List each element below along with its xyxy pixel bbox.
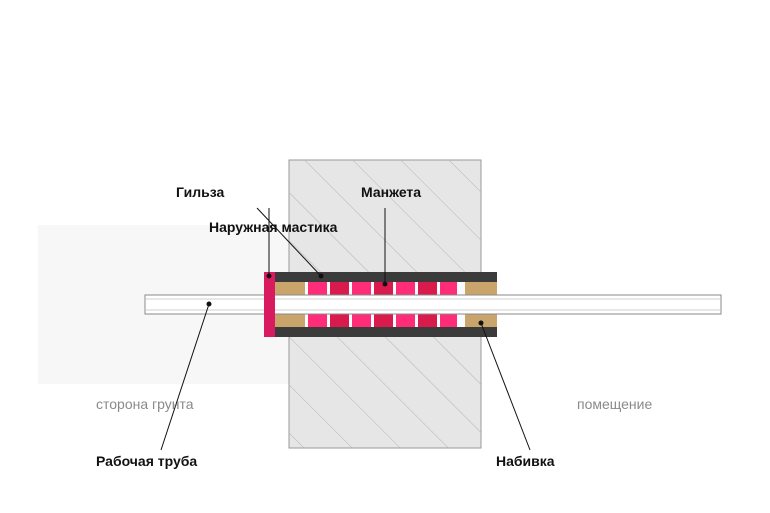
label-packing: Набивка [496, 453, 555, 469]
packing-bottom-left [275, 314, 305, 327]
label-outer-mastic: Наружная мастика [209, 219, 338, 235]
label-working-pipe: Рабочая труба [96, 453, 197, 469]
cuff-segment [440, 314, 457, 327]
cuff-segment [418, 282, 437, 295]
leader-dot [478, 320, 484, 326]
leader-dot [266, 273, 272, 279]
cuff-top [308, 282, 457, 295]
cuff-bottom [308, 314, 457, 327]
cuff-segment [352, 282, 371, 295]
leader-dot [382, 281, 388, 287]
cuff-segment [418, 314, 437, 327]
label-room-side: помещение [577, 396, 652, 412]
cuff-segment [308, 314, 327, 327]
label-cuff: Манжета [361, 184, 421, 200]
leader-outer-mastic [256, 207, 322, 277]
working-pipe [144, 294, 722, 315]
sleeve-flange [264, 272, 275, 337]
cuff-segment [308, 282, 327, 295]
leader-dot [318, 273, 324, 279]
cuff-segment [352, 314, 371, 327]
sleeve-top-wall [271, 272, 497, 282]
leader-working-pipe [160, 303, 210, 451]
label-sleeve: Гильза [176, 184, 224, 200]
leader-lines [160, 207, 531, 451]
cuff-segment [374, 314, 393, 327]
leader-dot [206, 301, 212, 307]
cuff-segment [330, 314, 349, 327]
cuff-segment [330, 282, 349, 295]
label-ground-side: сторона грунта [96, 396, 194, 412]
packing-top-right [465, 282, 497, 295]
cuff-segment [396, 282, 415, 295]
sleeve-bottom-wall [271, 327, 497, 337]
cuff-segment [374, 282, 393, 295]
leader-packing [480, 322, 531, 451]
packing-top-left [275, 282, 305, 295]
cuff-segment [440, 282, 457, 295]
cuff-segment [396, 314, 415, 327]
